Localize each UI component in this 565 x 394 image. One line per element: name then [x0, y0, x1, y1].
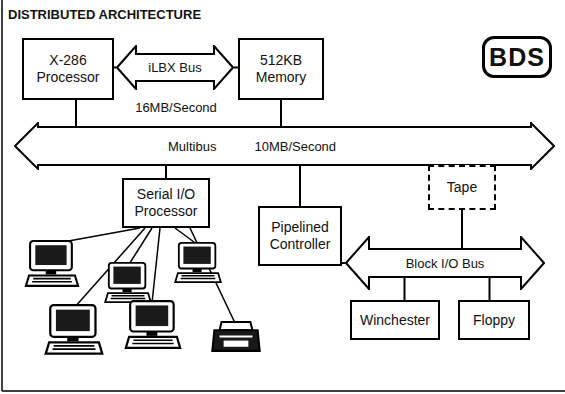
- bus-connector: [461, 210, 463, 249]
- bus-arrow-shape: [15, 123, 554, 169]
- diagram-title: DISTRIBUTED ARCHITECTURE: [8, 7, 201, 22]
- memory-box: 512KB Memory: [238, 38, 324, 100]
- processor-box: Serial I/O Processor: [122, 178, 210, 228]
- bus-arrow: Block I/O Bus: [345, 236, 545, 290]
- bus-label: Block I/O Bus: [406, 255, 485, 272]
- frame-line: [2, 390, 565, 392]
- bus-arrow: Multibus 10MB/Second: [14, 122, 555, 170]
- logo-badge: BDS: [482, 36, 552, 78]
- bus-connector: [165, 165, 167, 178]
- bus-arrow-shape: [346, 237, 544, 289]
- terminal-icon: [175, 243, 221, 282]
- speed-label: 16MB/Second: [124, 100, 228, 115]
- bus-label: iLBX Bus: [148, 59, 201, 76]
- bus-connector: [280, 100, 282, 127]
- box-label: 512KB Memory: [244, 52, 318, 86]
- terminal-icon: [126, 301, 180, 348]
- bus-label: 10MB/Second: [254, 138, 336, 155]
- terminal-icon: [105, 263, 151, 302]
- box-label: Pipelined Controller: [264, 219, 336, 253]
- disk-box: Winchester: [350, 300, 440, 340]
- tape-box: Tape: [428, 165, 496, 210]
- bus-connector: [342, 262, 345, 264]
- bus-connector: [489, 277, 491, 300]
- terminal-icon: [26, 241, 78, 286]
- terminal-icon: [46, 305, 103, 354]
- bus-label: Multibus: [168, 138, 216, 155]
- bus-connector: [299, 165, 301, 206]
- bus-arrow-shape: [117, 46, 233, 89]
- box-label: X-286 Processor: [28, 52, 108, 86]
- printer-icon: [212, 322, 259, 351]
- disk-box: Floppy: [458, 300, 530, 340]
- box-label: Floppy: [473, 312, 515, 329]
- controller-box: Pipelined Controller: [258, 206, 342, 266]
- frame-line: [1, 0, 3, 391]
- box-label: Winchester: [360, 312, 430, 329]
- logo-text: BDS: [489, 43, 545, 71]
- bus-arrow: iLBX Bus: [116, 45, 234, 90]
- box-label: Tape: [447, 179, 477, 196]
- processor-box: X-286 Processor: [22, 38, 114, 100]
- bus-connector: [404, 277, 406, 300]
- bus-connector: [75, 100, 77, 127]
- box-label: Serial I/O Processor: [128, 186, 204, 220]
